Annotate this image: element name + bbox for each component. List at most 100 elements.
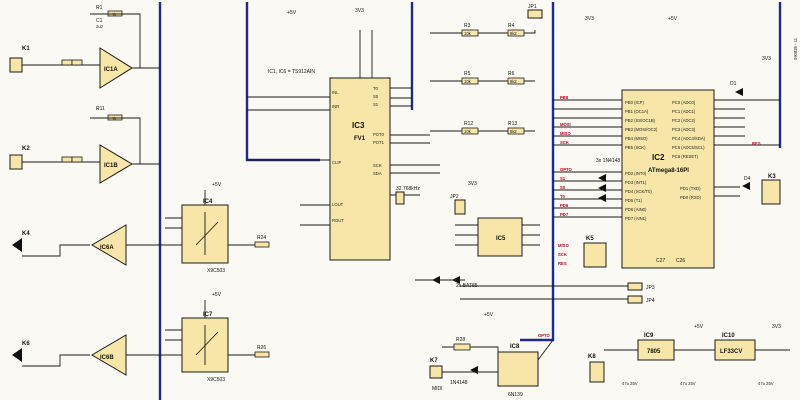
jp1-jumper[interactable] xyxy=(527,9,543,19)
d4-ref: D4 xyxy=(744,176,751,182)
ic4-label: IC4 xyxy=(203,199,213,205)
ic1a-label: IC1A xyxy=(104,67,118,73)
ic2-pin-pc6: PC6 (RESET) xyxy=(672,154,699,159)
k2-jack[interactable] xyxy=(9,154,23,170)
k7-midi-jack[interactable] xyxy=(429,365,443,379)
ic7-part: X9C503 xyxy=(207,377,225,383)
ic2-pin-pd1: PD1 (TXD) xyxy=(680,186,701,191)
rail-3v3-ic2: 3V3 xyxy=(585,16,594,22)
jp2-jumper[interactable] xyxy=(454,199,466,215)
ic3-part: FV1 xyxy=(354,136,366,142)
d1-ref: D1 xyxy=(730,81,737,87)
crystal-freq: 32.768kHz xyxy=(396,186,420,192)
ic2-pin-pc2: PC2 (ADC2) xyxy=(672,118,696,123)
k2-label: K2 xyxy=(22,146,30,152)
sig-res: RES xyxy=(752,141,761,146)
k7-sub: MIDI xyxy=(432,386,443,392)
r24-resistor xyxy=(254,241,270,248)
k5-isp-header[interactable] xyxy=(583,242,607,268)
ic2-part: ATmega8-16PI xyxy=(648,168,689,174)
ic1a-opamp xyxy=(99,47,133,89)
d5-value: 1N4148 xyxy=(450,380,468,386)
ic1b-opamp xyxy=(99,144,133,184)
d4-diode xyxy=(742,182,750,190)
ic9-label: IC9 xyxy=(644,333,654,339)
ic2-pin-pd7: PD7 (AIN1) xyxy=(625,216,647,221)
sig-opto-bottom: OPTO xyxy=(538,333,551,338)
diode-array-d2 xyxy=(598,184,606,192)
k6-label: K6 xyxy=(22,341,30,347)
ic1b-label: IC1B xyxy=(104,163,118,169)
ic10-label: IC10 xyxy=(722,333,735,339)
c27-ref: C27 xyxy=(656,258,665,264)
k6-output-arrow xyxy=(12,348,22,362)
ic4-digipot: IC4 X9C503 +5V xyxy=(165,182,260,274)
ic8-vcc: +5V xyxy=(484,312,494,318)
ic4-part: X9C503 xyxy=(207,268,225,274)
ic3-fv1: IC3 FV1 INL INR CLIP LOUT ROUT T0 S0 S1 … xyxy=(247,30,440,261)
r26-ref: R26 xyxy=(257,345,266,351)
ic7-digipot: IC7 X9C503 +5V xyxy=(165,292,260,383)
ic2-pin-pc0: PC0 (ADC0) xyxy=(672,100,696,105)
jp4-jumper[interactable] xyxy=(627,295,643,304)
sig-res-k5: RES xyxy=(558,261,567,266)
r13-value: 8k2 xyxy=(510,129,517,134)
sig-opto: OPTO xyxy=(560,167,573,172)
channel-k6: K6 IC6B xyxy=(12,334,182,376)
rail-3v3-right: 3V3 xyxy=(762,56,771,62)
diode-array-d3 xyxy=(598,194,606,202)
sig-s0: S0 xyxy=(560,185,566,190)
ic3-pin-lout: LOUT xyxy=(332,202,344,207)
jp1-label: JP1 xyxy=(528,4,537,10)
r3-ref: R3 xyxy=(464,23,471,29)
ic2-pin-pb5: PB5 (SCK) xyxy=(625,145,646,150)
ic2-pin-pb0: PB0 (ICP) xyxy=(625,100,644,105)
midi-input: K7 MIDI R28 1N4148 IC8 6N139 +5V xyxy=(429,312,554,398)
sig-pd6: PD6 xyxy=(560,203,569,208)
ic2-pin-pc5: PC5 (ADC5/SCL) xyxy=(672,145,705,150)
k3-connector[interactable] xyxy=(761,179,781,205)
d5-diode xyxy=(470,366,478,374)
k4-label: K4 xyxy=(22,231,30,237)
ic3-pin-pot0: POT0 xyxy=(373,132,385,137)
ic3-pin-rout: ROUT xyxy=(332,218,344,223)
ic2-pin-pd3: PD3 (INT1) xyxy=(625,180,647,185)
ic2-pin-pd2: PD2 (INT0) xyxy=(625,171,647,176)
sig-sck: SCK xyxy=(560,140,569,145)
rail-3v3-ic5: 3V3 xyxy=(468,181,477,187)
d1-diode xyxy=(735,88,743,96)
ic6a-label: IC6A xyxy=(100,245,114,251)
power-note: IC1, IC6 = TS912AIN xyxy=(268,69,315,75)
ic2-pin-pc4: PC4 (ADC4/SDA) xyxy=(672,136,706,141)
jp3-jumper[interactable] xyxy=(627,282,643,291)
r1-value: 1k xyxy=(112,12,117,17)
k7-label: K7 xyxy=(430,358,438,364)
ic2-pin-pc3: PC3 (ADC3) xyxy=(672,127,696,132)
ic8-optocoupler xyxy=(497,351,539,387)
jp3-label: JP3 xyxy=(646,285,655,291)
rail-5v-top: +5V xyxy=(287,10,297,16)
ic7-label: IC7 xyxy=(203,312,213,318)
ic9-part: 7805 xyxy=(647,349,661,355)
channel-k1: K1 IC1A R1 1k C1 2u2 xyxy=(9,5,160,89)
bus-right-mid xyxy=(520,2,555,342)
ps-rail-3v3: 3V3 xyxy=(772,324,781,330)
ic2-pin-pd5: PD5 (T1) xyxy=(625,198,643,203)
ic6b-label: IC6B xyxy=(100,355,114,361)
channel-k2: K2 IC1B R11 1k xyxy=(9,106,160,184)
r24-ref: R24 xyxy=(257,235,266,241)
ic2-pin-pb1: PB1 (OC1A) xyxy=(625,109,649,114)
c1-ref: C1 xyxy=(96,18,103,24)
ic3-pin-sda: SDA xyxy=(373,171,382,176)
k8-label: K8 xyxy=(588,354,596,360)
r6-value: 8k2 xyxy=(510,79,517,84)
ic2-atmega: IC2 ATmega8-16PI PB0 (ICP) PB1 (OC1A) PB… xyxy=(553,89,780,269)
ic8-label: IC8 xyxy=(510,344,520,350)
k8-power-jack[interactable] xyxy=(589,361,605,383)
crystal-x1 xyxy=(395,191,405,205)
k4-output-arrow xyxy=(12,238,22,252)
r12-value: 10k xyxy=(464,129,472,134)
k1-jack[interactable] xyxy=(9,57,23,73)
sig-miso-k5: MISO xyxy=(558,243,569,248)
ic3-pin-t0: T0 xyxy=(373,86,379,91)
